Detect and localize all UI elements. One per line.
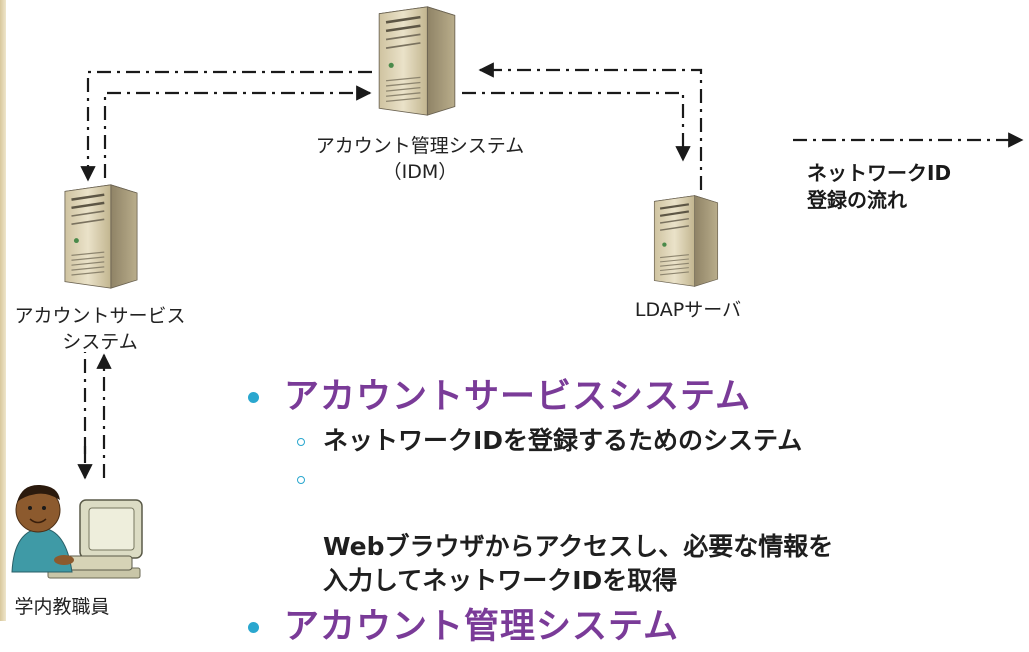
bullet-account-service-title: アカウントサービスシステム — [284, 377, 751, 417]
staff-label: 学内教職員 — [14, 596, 110, 618]
idm-server-icon — [377, 5, 457, 117]
ldap-server-icon — [653, 194, 719, 288]
legend-text-line2: 登録の流れ — [807, 188, 907, 212]
arrow-idm-to-ldap — [462, 91, 691, 162]
sub-bullet-ring-icon — [297, 476, 305, 484]
ldap-label: LDAPサーバ — [634, 299, 742, 321]
bullet-account-management: アカウント管理システム — [246, 602, 1026, 652]
idm-label: アカウント管理システム — [315, 135, 525, 157]
arrow-ldap-to-idm — [478, 62, 703, 190]
staff-computer-user-icon — [11, 484, 143, 579]
bullet-dot-icon — [248, 622, 259, 633]
bullet-account-management-title: アカウント管理システム — [284, 607, 679, 647]
account-service-server-icon — [63, 183, 139, 290]
sub-bullet-browser-access-text: Webブラウザからアクセスし、必要な情報を 入力してネットワークIDを取得 — [323, 532, 834, 595]
sub-bullet-purpose-text: ネットワークIDを登録するためのシステム — [323, 426, 803, 455]
arrow-idm-to-account-service — [80, 70, 372, 182]
sub-bullet-purpose: ネットワークIDを登録するためのシステム — [246, 424, 1026, 458]
flow-diagram — [11, 5, 1024, 579]
bullet-list: アカウントサービスシステム ネットワークIDを登録するためのシステム Webブラ… — [246, 372, 1026, 652]
arrow-account-service-to-idm — [103, 85, 372, 178]
account-service-label-line1: アカウントサービス — [14, 305, 186, 327]
account-service-label-line2: システム — [62, 331, 138, 353]
slide-left-edge — [0, 0, 6, 621]
idm-sublabel: （IDM） — [382, 161, 458, 183]
sub-bullet-ring-icon — [297, 438, 305, 446]
bullet-dot-icon — [248, 392, 259, 403]
bullet-account-service: アカウントサービスシステム — [246, 372, 1026, 422]
sub-bullet-browser-access: Webブラウザからアクセスし、必要な情報を 入力してネットワークIDを取得 — [246, 462, 1026, 598]
legend-text-line1: ネットワークID — [807, 161, 952, 185]
